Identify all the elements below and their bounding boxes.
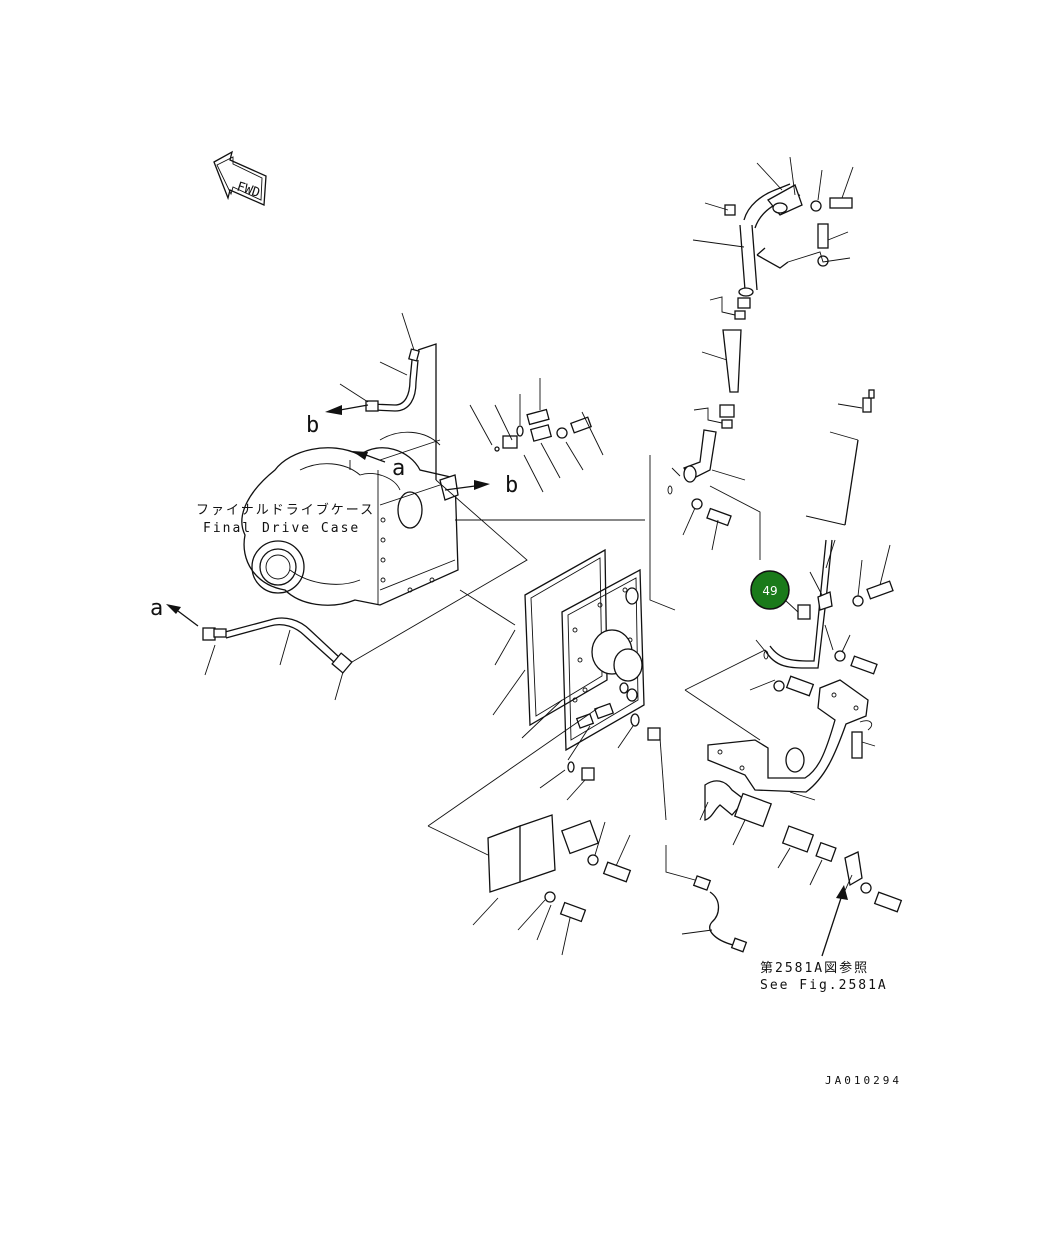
pipe-assembly-a	[202, 617, 353, 701]
dipstick	[805, 389, 875, 526]
assembly-lines	[351, 479, 645, 663]
cover-plate	[521, 568, 645, 752]
drawing-code: JA010294	[825, 1074, 902, 1087]
filler-pipe	[667, 156, 854, 551]
assembly-lines-right	[649, 455, 766, 741]
sensor-harness	[665, 845, 748, 953]
bracket-lower	[427, 707, 632, 956]
callout-number[interactable]: 49	[762, 584, 777, 598]
breather-tube	[764, 539, 894, 675]
ref-a-label-1: a	[392, 456, 405, 481]
support-bracket	[707, 639, 876, 801]
ref-b-label-2: b	[505, 473, 518, 498]
pipe-assembly-b	[339, 312, 437, 480]
reference-arrows: b a b a	[150, 404, 518, 627]
see-fig-label-jp: 第2581A図参照	[760, 960, 869, 976]
final-drive-case-label-jp: ファイナルドライブケース	[196, 502, 375, 518]
fwd-label: FWD	[235, 180, 262, 202]
small-parts-center	[539, 682, 667, 821]
lower-right-parts	[699, 780, 903, 957]
gasket	[492, 548, 608, 727]
fwd-arrow-icon: FWD	[213, 150, 267, 206]
see-fig-label-en: See Fig.2581A	[760, 978, 888, 993]
final-drive-case	[241, 431, 459, 606]
ref-b-label-1: b	[306, 413, 319, 438]
ref-a-label-2: a	[150, 596, 163, 621]
part-callout-49[interactable]: 49	[750, 570, 799, 613]
mounting-parts-left	[439, 378, 604, 501]
callout-circle[interactable]	[750, 570, 790, 610]
final-drive-case-label-en: Final Drive Case	[203, 521, 360, 536]
